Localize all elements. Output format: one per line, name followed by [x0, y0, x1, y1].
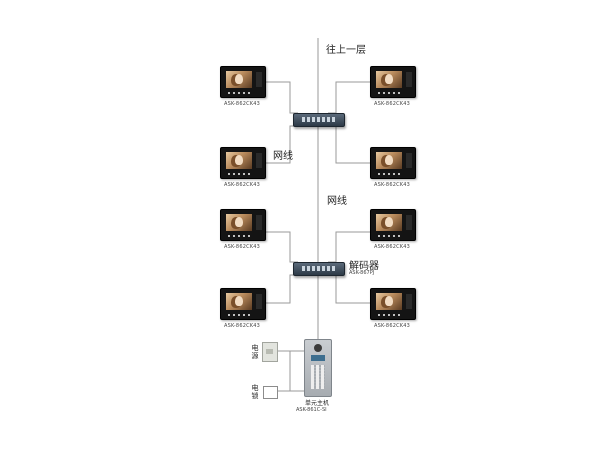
monitor-model-label: ASK-862CK43 [223, 182, 261, 188]
electric-lock [263, 386, 278, 399]
indoor-monitor [220, 288, 266, 320]
wire-m8 [328, 274, 370, 304]
power-label: 电源 [251, 344, 259, 360]
lock-label: 电锁 [251, 384, 259, 400]
monitor-model-label: ASK-862CK43 [223, 323, 261, 329]
unit-host-label: 单元主机 [305, 400, 330, 407]
wire-m4 [328, 125, 370, 164]
decoder-label: 解码器 [349, 261, 379, 272]
camera-icon [314, 344, 322, 352]
monitor-model-label: ASK-862CK43 [373, 244, 411, 250]
power-supply [262, 342, 278, 362]
indoor-monitor [220, 209, 266, 241]
monitor-model-label: ASK-862CK43 [373, 182, 411, 188]
network-cable-label: 网线 [273, 151, 293, 162]
monitor-model-label: ASK-862CK43 [223, 244, 261, 250]
decoder-model-label: ASK-867PJ [349, 270, 375, 276]
unit-door-station [304, 339, 332, 397]
monitor-model-label: ASK-862CK43 [223, 101, 261, 107]
indoor-monitor [370, 147, 416, 179]
indoor-monitor [370, 66, 416, 98]
keypad [311, 365, 325, 389]
indoor-monitor [370, 288, 416, 320]
wire-m7 [264, 274, 298, 304]
monitor-model-label: ASK-862CK43 [373, 101, 411, 107]
to-upper-floor-label: 往上一层 [326, 45, 366, 56]
wire-m2 [328, 81, 370, 114]
network-switch-upper [293, 113, 345, 127]
indoor-monitor [370, 209, 416, 241]
indoor-monitor [220, 66, 266, 98]
network-cable-label: 网线 [327, 196, 347, 207]
decoder-switch [293, 262, 345, 276]
wire-m1 [264, 81, 298, 114]
unit-host-model-label: ASK-861C-SI [296, 407, 327, 413]
indoor-monitor [220, 147, 266, 179]
monitor-model-label: ASK-862CK43 [373, 323, 411, 329]
